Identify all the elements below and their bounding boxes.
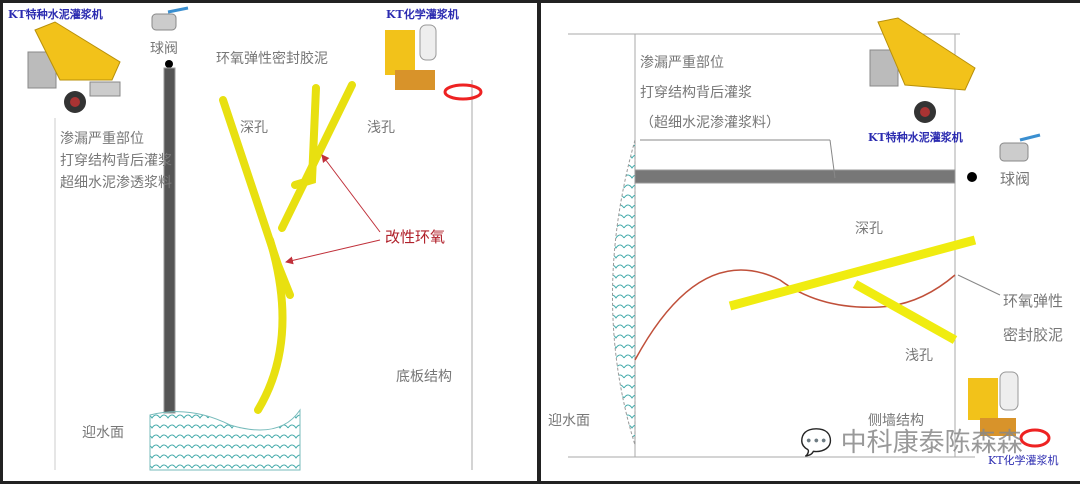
right-chemical-machine	[968, 371, 1051, 448]
left-shallow-hole-label: 浅孔	[367, 120, 395, 136]
left-deep-hole-label: 深孔	[240, 120, 268, 136]
modified-epoxy-label: 改性环氧	[385, 228, 446, 246]
wechat-icon: 💬	[800, 428, 833, 458]
left-water-side-label: 迎水面	[82, 425, 124, 441]
left-chemical-machine-label: KT化学灌浆机	[386, 8, 459, 21]
bottom-border	[0, 481, 1080, 484]
sealant-leader	[957, 274, 1001, 296]
left-cement-machine	[27, 21, 121, 113]
right-sealant-label: 环氧弹性 密封胶泥	[1003, 292, 1064, 344]
left-sealant-label: 环氧弹性密封胶泥	[216, 51, 328, 67]
arrow-to-tube-2	[285, 239, 381, 265]
right-grout-pipe	[634, 169, 956, 184]
right-chemical-machine-label: KT化学灌浆机	[988, 454, 1059, 467]
left-grout-pipe	[163, 67, 176, 414]
right-shallow-hole-label: 浅孔	[905, 348, 933, 364]
watermark: 💬 中科康泰陈森森	[800, 428, 1023, 458]
right-grout-note: 渗漏严重部位 打穿结构背后灌浆 （超细水泥渗灌浆料）	[640, 55, 780, 131]
panel-divider	[537, 0, 541, 484]
right-ball-valve-icon	[999, 133, 1041, 162]
right-water-area	[612, 139, 636, 446]
left-chemical-machine	[385, 24, 483, 101]
left-grout-note: 渗漏严重部位 打穿结构背后灌浆 超细水泥渗透浆料	[60, 131, 172, 191]
right-valve-point	[967, 172, 977, 182]
right-yellow-tubes	[728, 235, 977, 344]
left-cement-machine-label: KT特种水泥灌浆机	[8, 8, 103, 21]
right-deep-hole-label: 深孔	[855, 221, 883, 237]
right-cement-machine	[869, 17, 976, 123]
left-yellow-tubes	[219, 81, 356, 414]
right-structure-label: 侧墙结构	[868, 413, 924, 429]
left-valve-point	[165, 60, 173, 68]
left-structure-label: 底板结构	[396, 369, 452, 385]
right-ball-valve-label: 球阀	[1000, 170, 1031, 188]
left-water-area	[149, 408, 301, 471]
crack-line	[634, 269, 956, 361]
left-border	[0, 0, 3, 484]
right-water-side-label: 迎水面	[548, 413, 590, 429]
arrow-to-tube-1	[321, 154, 381, 233]
left-ball-valve-label: 球阀	[150, 41, 178, 57]
right-cement-machine-label: KT特种水泥灌浆机	[868, 131, 963, 144]
left-ball-valve-icon	[151, 6, 189, 31]
